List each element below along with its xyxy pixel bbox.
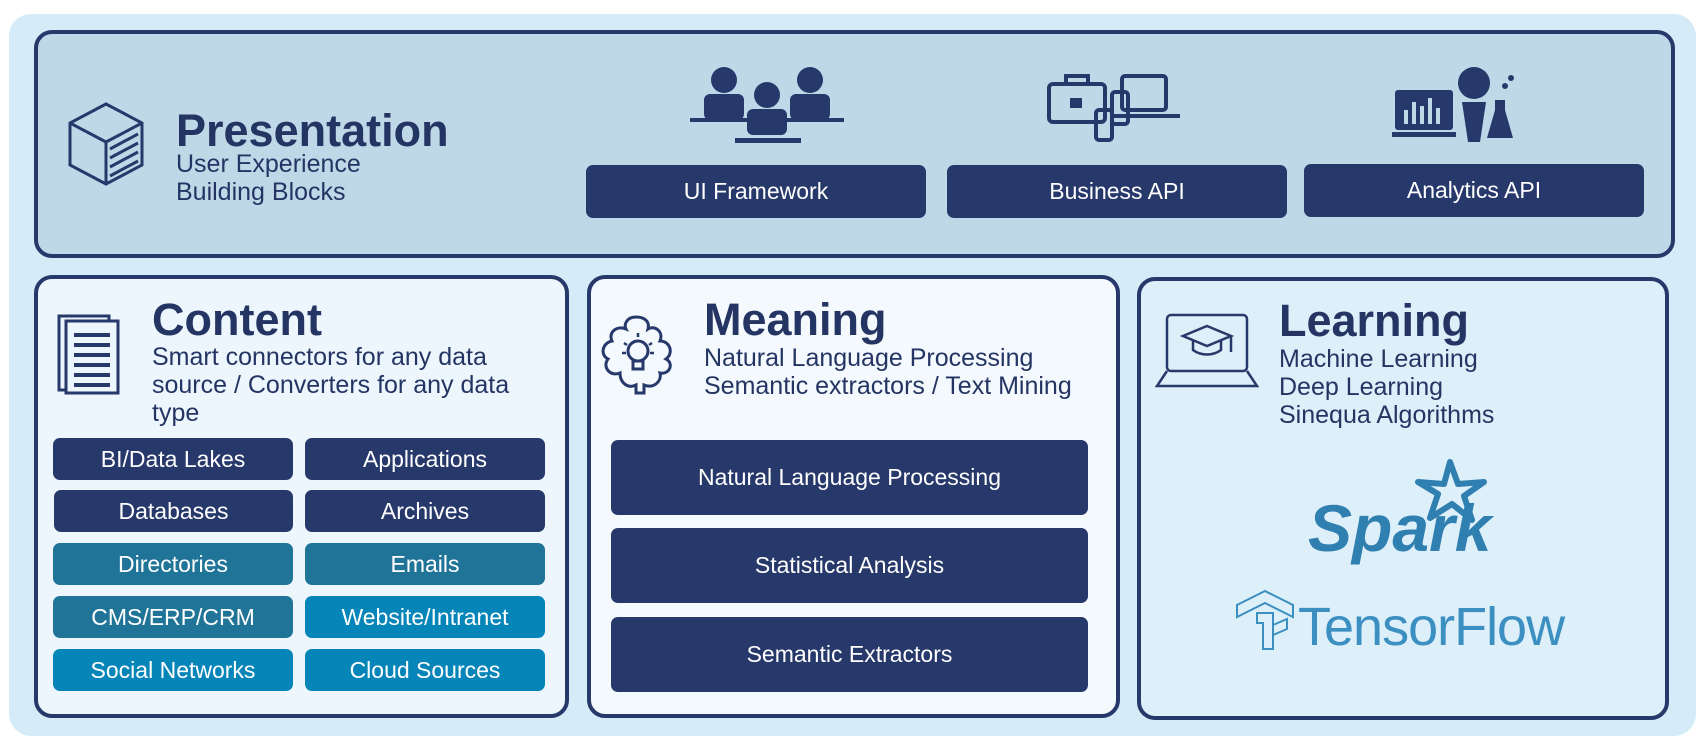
devices-icon — [1047, 74, 1180, 142]
documents-icon — [57, 314, 120, 395]
bi-data-lakes-button[interactable]: BI/Data Lakes — [53, 438, 293, 480]
learning-subtitle-2: Deep Learning — [1279, 373, 1444, 401]
business-api-button[interactable]: Business API — [947, 165, 1287, 218]
statistical-analysis-button[interactable]: Statistical Analysis — [611, 528, 1088, 603]
spark-star-icon — [1415, 459, 1487, 523]
presentation-title: Presentation — [176, 105, 449, 156]
cube-icon — [68, 102, 144, 186]
cloud-sources-button[interactable]: Cloud Sources — [305, 649, 545, 691]
presentation-subtitle-2: Building Blocks — [176, 178, 346, 206]
semantic-extractors-button[interactable]: Semantic Extractors — [611, 617, 1088, 692]
content-subtitle-1: Smart connectors for any data — [152, 343, 487, 371]
tensorflow-logo: TensorFlow — [1298, 597, 1565, 657]
learning-subtitle-1: Machine Learning — [1279, 345, 1478, 373]
content-subtitle-2: source / Converters for any data — [152, 371, 510, 399]
learning-title: Learning — [1279, 295, 1470, 346]
emails-button[interactable]: Emails — [305, 543, 545, 585]
content-title: Content — [152, 294, 322, 345]
social-networks-button[interactable]: Social Networks — [53, 649, 293, 691]
meaning-subtitle-2: Semantic extractors / Text Mining — [704, 372, 1072, 400]
meaning-subtitle-1: Natural Language Processing — [704, 344, 1034, 372]
brain-lightbulb-icon — [601, 315, 672, 395]
tensorflow-icon — [1236, 589, 1294, 650]
meaning-title: Meaning — [704, 294, 887, 345]
analytics-api-button[interactable]: Analytics API — [1304, 164, 1644, 217]
users-icon — [690, 67, 844, 143]
website-intranet-button[interactable]: Website/Intranet — [305, 596, 545, 638]
archives-button[interactable]: Archives — [305, 490, 545, 532]
spark-logo: Spark — [1308, 491, 1492, 565]
directories-button[interactable]: Directories — [53, 543, 293, 585]
databases-button[interactable]: Databases — [54, 490, 293, 532]
analytics-icon — [1392, 67, 1514, 142]
presentation-subtitle-1: User Experience — [176, 150, 361, 178]
content-subtitle-3: type — [152, 399, 200, 427]
nlp-button[interactable]: Natural Language Processing — [611, 440, 1088, 515]
applications-button[interactable]: Applications — [305, 438, 545, 480]
presentation-panel — [34, 30, 1675, 258]
cms-erp-crm-button[interactable]: CMS/ERP/CRM — [53, 596, 293, 638]
ui-framework-button[interactable]: UI Framework — [586, 165, 926, 218]
laptop-graduation-icon — [1155, 313, 1259, 388]
learning-subtitle-3: Sinequa Algorithms — [1279, 401, 1495, 429]
learning-panel — [1137, 277, 1669, 720]
